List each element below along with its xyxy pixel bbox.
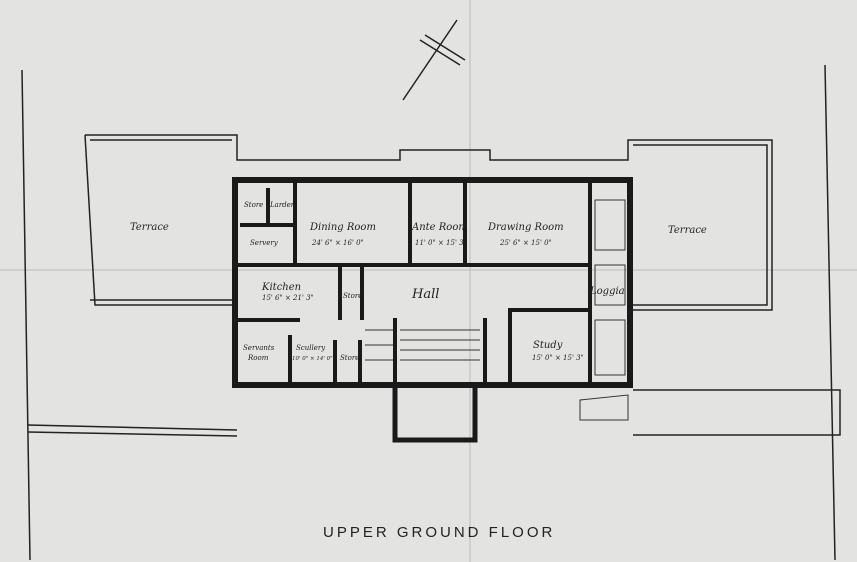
servery-label: Servery	[250, 239, 279, 247]
store-label-2: Store	[343, 292, 362, 300]
ante-room-label: Ante Room	[411, 222, 468, 233]
larder-label: Larder	[269, 201, 295, 209]
loggia-label: Loggia	[589, 286, 625, 297]
border-line	[21, 69, 31, 561]
plan-title: UPPER GROUND FLOOR	[323, 524, 555, 541]
terrace-outline	[85, 134, 773, 311]
north-arrow	[402, 19, 466, 101]
kitchen-dim: 15' 6" × 21' 3"	[262, 294, 314, 302]
dining-room-dim: 24' 6" × 16' 0"	[311, 239, 364, 247]
drawing-room-dim: 25' 6" × 15' 0"	[499, 239, 552, 247]
study-dim: 15' 0" × 15' 3"	[532, 354, 584, 362]
drawing-room-label: Drawing Room	[487, 222, 564, 233]
building-walls	[232, 177, 633, 443]
dining-room-label: Dining Room	[309, 222, 376, 233]
store-label-3: Store	[340, 354, 359, 362]
scullery-label: Scullery	[296, 344, 326, 352]
hall-label: Hall	[411, 287, 439, 302]
ante-room-dim: 11' 0" × 15' 3"	[415, 239, 467, 247]
study-label: Study	[533, 340, 563, 351]
terrace-right-label: Terrace	[668, 225, 707, 236]
scullery-dim: 10' 0" × 14' 0"	[292, 356, 333, 362]
servants-room-label-2: Room	[247, 354, 269, 362]
kitchen-label: Kitchen	[261, 282, 301, 293]
terrace-left-label: Terrace	[130, 222, 169, 233]
servants-room-label: Servants	[243, 344, 275, 352]
store-label: Store	[244, 201, 263, 209]
